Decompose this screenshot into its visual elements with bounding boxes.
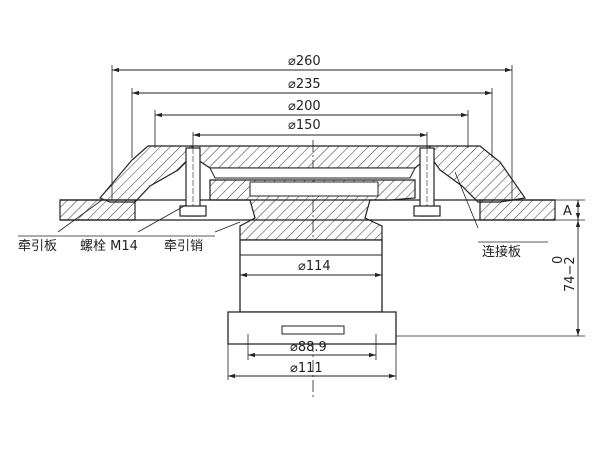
pin-slot (281, 325, 345, 335)
traction-plate-right (479, 199, 556, 221)
housing-right (429, 145, 527, 203)
nut-right (413, 205, 441, 217)
dim-a: A (563, 204, 572, 219)
housing-left (99, 145, 193, 203)
nut-left (179, 205, 207, 217)
dim-150: ⌀150 (288, 118, 321, 133)
housing-cavity (209, 167, 416, 179)
dim-260: ⌀260 (288, 54, 321, 69)
label-traction-pin: 牵引销 (164, 239, 203, 254)
dim-200: ⌀200 (288, 99, 321, 114)
dim-114: ⌀114 (298, 259, 331, 274)
label-traction-plate: 牵引板 (18, 239, 57, 254)
dim-74: 74−2 (563, 256, 578, 292)
dim-235: ⌀235 (288, 77, 321, 92)
label-bolt: 螺栓 M14 (80, 239, 138, 254)
label-connecting-plate: 连接板 (482, 244, 521, 260)
dim-88-9: ⌀88.9 (290, 340, 327, 355)
hub-inner (249, 181, 379, 197)
dim-74-tol-top: 0 (551, 256, 566, 264)
dim-111: ⌀111 (290, 361, 323, 376)
housing-top-band (191, 145, 431, 169)
traction-pin (239, 239, 383, 313)
